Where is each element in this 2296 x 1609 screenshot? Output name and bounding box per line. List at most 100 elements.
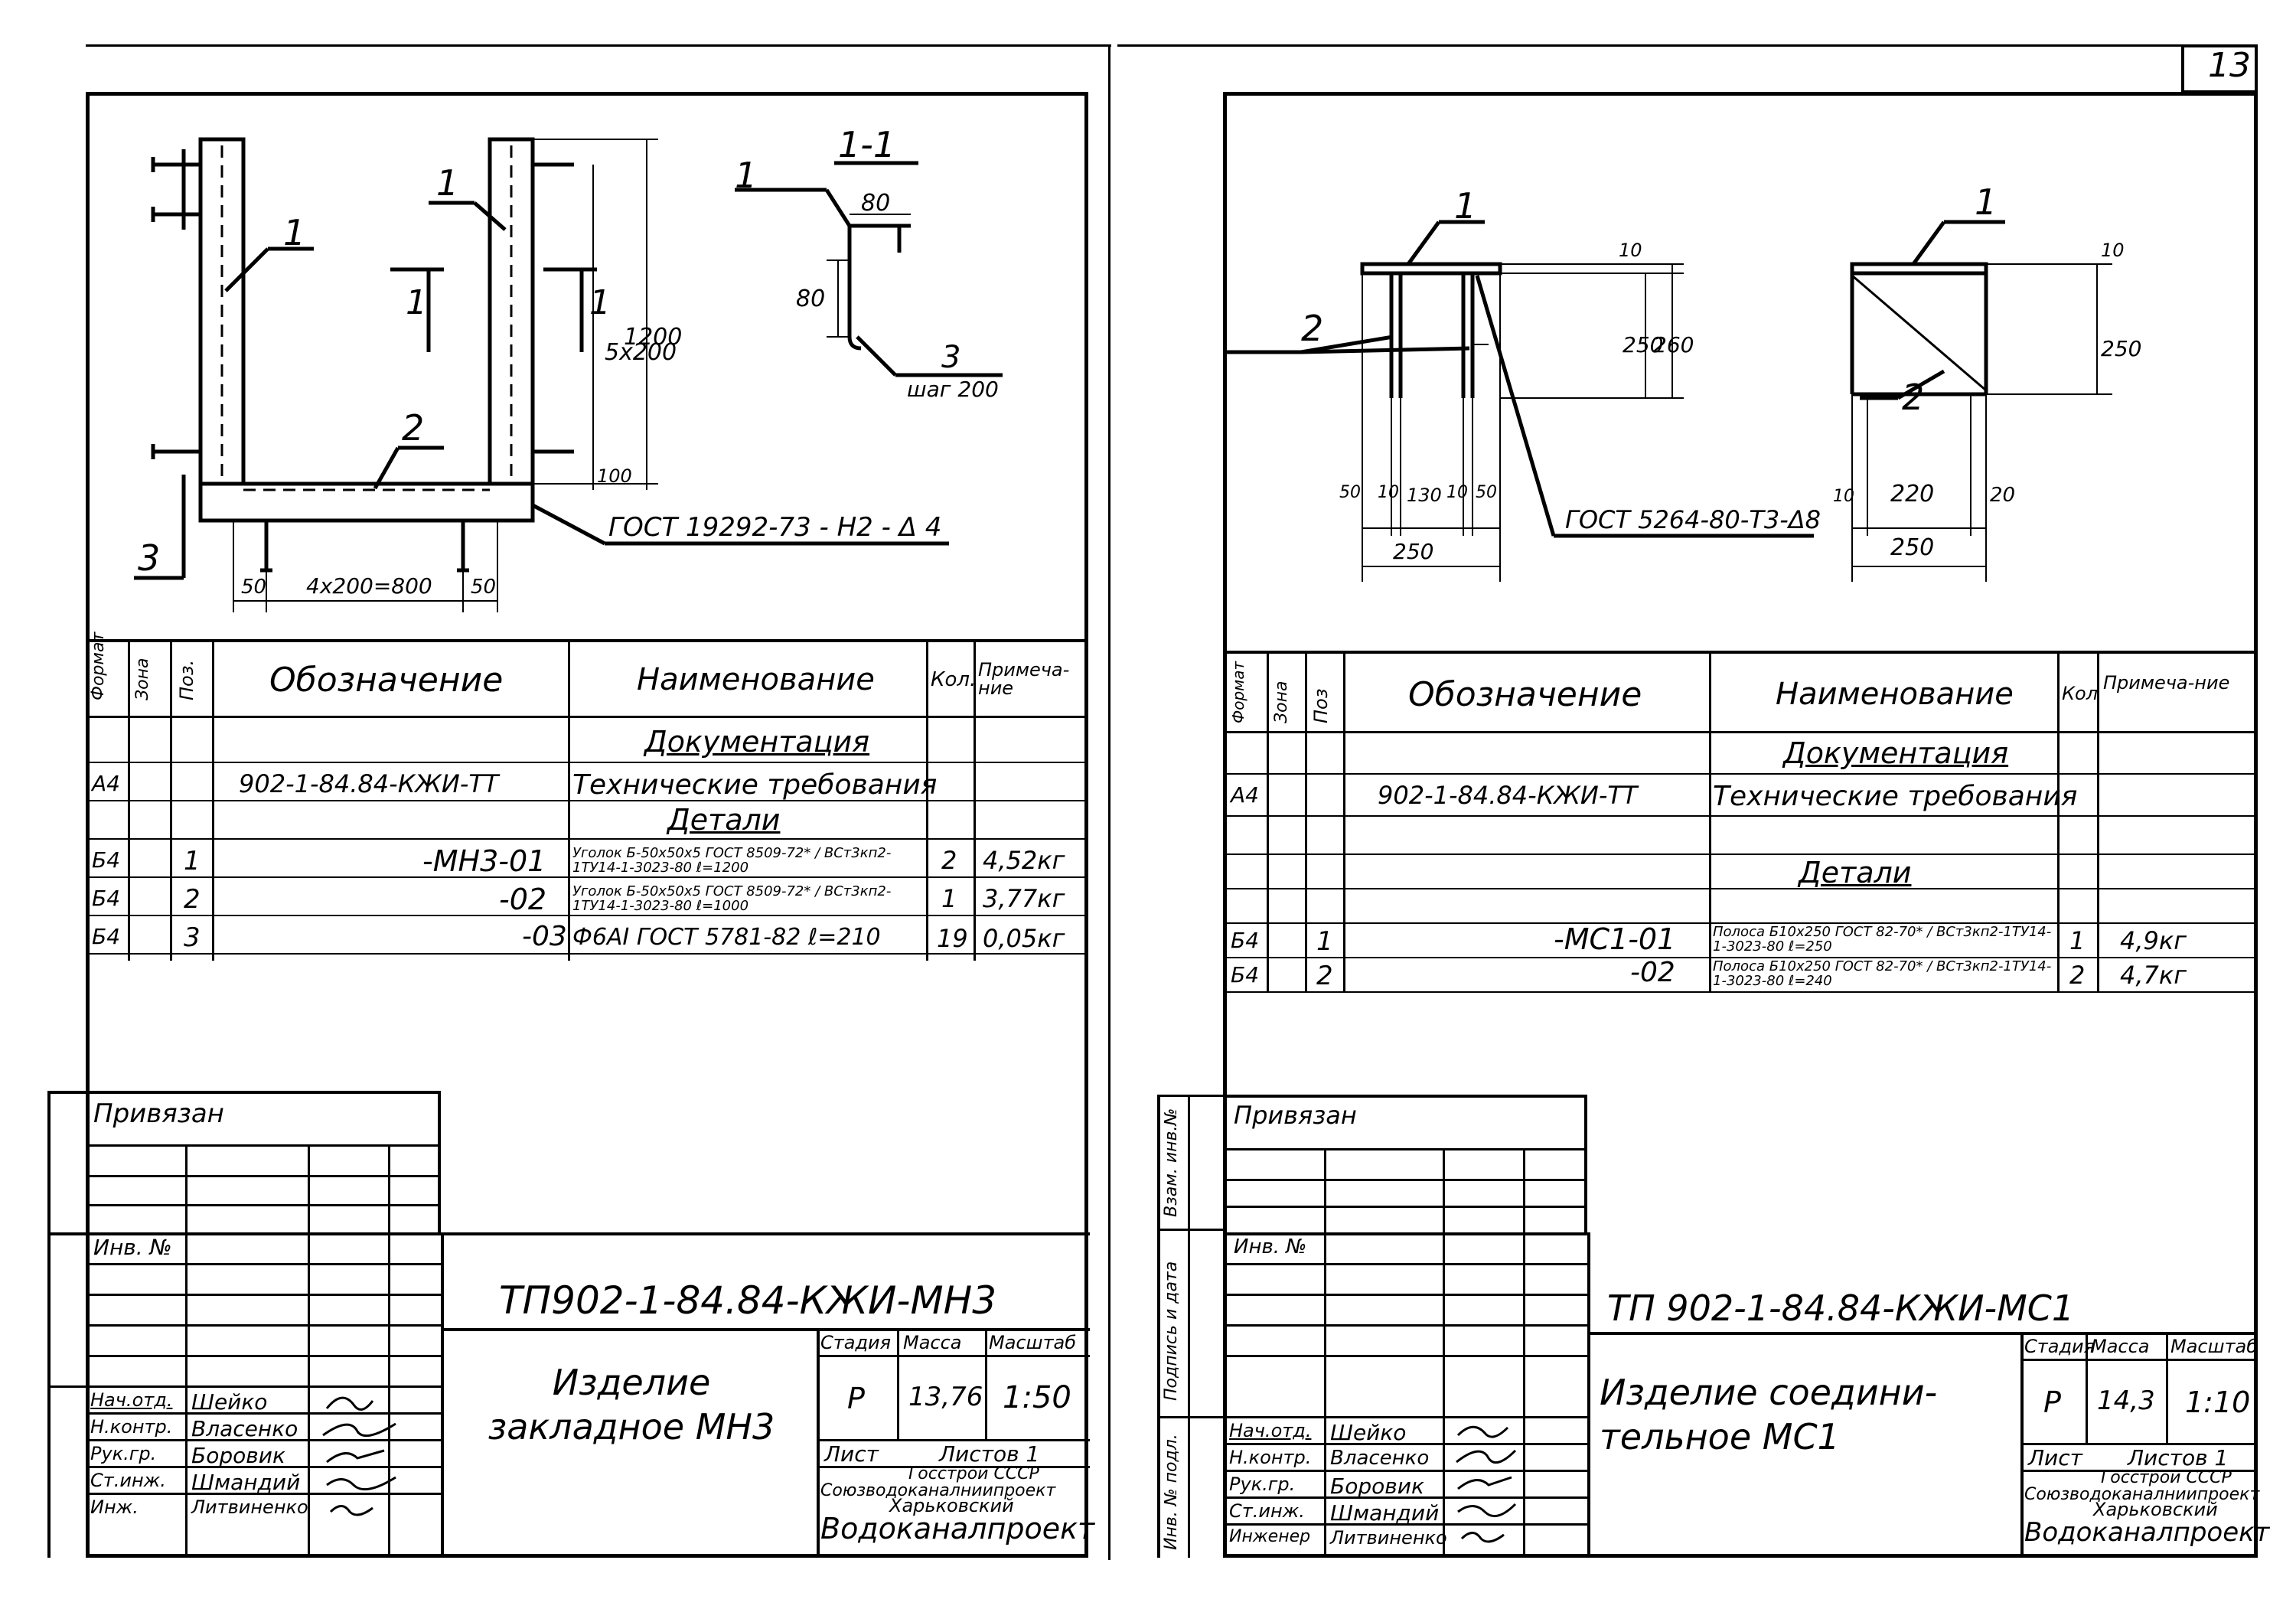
left-row3-designation: -02 <box>499 883 547 916</box>
left-row2-pos: 1 <box>184 846 201 876</box>
left-dim-80-top: 80 <box>861 190 890 217</box>
left-privyazan: Привязан <box>93 1098 224 1129</box>
left-org4: Водоканалпроект <box>820 1512 1095 1545</box>
page-number: 13 <box>2208 46 2251 85</box>
left-section-parts: Детали <box>667 803 781 837</box>
left-dim-50b: 50 <box>471 576 496 599</box>
top-rule-right <box>1117 44 2250 47</box>
right-row2-designation: -МС1-01 <box>1554 922 1676 956</box>
right-sheets-label: Листов 1 <box>2128 1445 2229 1470</box>
left-mass: 13,76 <box>908 1382 983 1412</box>
right-row1-format: А4 <box>1231 782 1259 808</box>
left-doc-code: ТП902-1-84.84-КЖИ-МН3 <box>499 1278 996 1323</box>
left-dim-5x200: 5x200 <box>605 339 677 366</box>
right-row3-pos: 2 <box>1316 961 1333 991</box>
left-row2-qty: 2 <box>941 846 957 875</box>
left-stage: Р <box>847 1382 865 1415</box>
left-row4-name: Ф6АI ГОСТ 5781-82 ℓ=210 <box>572 924 881 951</box>
right-name-1: Шейко <box>1330 1420 1407 1445</box>
right-row3-designation: -02 <box>1630 957 1675 988</box>
right-dim-50b: 50 <box>1476 483 1497 502</box>
right-leader-1b: 1 <box>1975 181 1997 223</box>
right-row3-note: 4,7кг <box>2120 961 2187 990</box>
right-col-format: Формат <box>1229 661 1247 723</box>
left-col-designation: Обозначение <box>269 661 504 700</box>
right-dim-250d: 250 <box>1890 534 1934 561</box>
right-role-5: Инженер <box>1229 1527 1311 1546</box>
right-side-strip: Взам. инв.№ Подпись и дата Инв. № подл. <box>1157 1095 1226 1558</box>
right-row2-name: Полоса Б10x250 ГОСТ 82-70* / ВСт3кп2-1ТУ… <box>1713 924 2052 955</box>
right-row1-name: Технические требования <box>1713 781 2078 812</box>
left-row4-format: Б4 <box>92 924 121 949</box>
right-col-designation: Обозначение <box>1408 675 1642 714</box>
right-role-2: Н.контр. <box>1229 1447 1312 1468</box>
left-row4-qty: 19 <box>937 924 968 953</box>
right-mass-label: Масса <box>2091 1336 2150 1357</box>
right-name-2: Власенко <box>1330 1447 1430 1470</box>
right-dim-260: 260 <box>1653 332 1694 357</box>
right-inv-no: Инв. № <box>1234 1235 1307 1258</box>
right-name-3: Боровик <box>1330 1474 1424 1499</box>
right-col-pos: Поз <box>1310 688 1332 724</box>
right-leader-2a: 2 <box>1301 308 1323 349</box>
right-scale-label: Масштаб <box>2170 1336 2258 1357</box>
right-name-5: Литвиненко <box>1330 1527 1447 1549</box>
side-label-inv: Инв. № подл. <box>1162 1434 1181 1550</box>
right-col-zone: Зона <box>1272 680 1291 723</box>
right-dim-10b: 10 <box>2101 240 2125 261</box>
right-col-note: Примеча-ние <box>2103 672 2230 694</box>
right-dim-50a: 50 <box>1339 483 1361 502</box>
right-stage: Р <box>2043 1385 2061 1419</box>
right-dim-250c: 250 <box>1393 539 1433 564</box>
right-doc-name: Изделие соедини-тельное МС1 <box>1600 1372 1938 1457</box>
left-section-docs: Документация <box>644 725 870 759</box>
left-row1-designation: 902-1-84.84-КЖИ-ТТ <box>239 769 499 798</box>
right-org2: Союзводоканалниипроект <box>2024 1485 2260 1504</box>
left-role-5: Инж. <box>90 1496 139 1518</box>
right-dim-220: 220 <box>1890 481 1934 508</box>
left-spec-table: Формат Зона Поз. Обозначение Наименовани… <box>86 632 1088 1037</box>
left-dim-step: шаг 200 <box>907 377 999 402</box>
right-scale: 1:10 <box>2185 1385 2251 1419</box>
right-section-docs: Документация <box>1783 736 2009 770</box>
left-title-block: Привязан Инв. № ТП902-1-84.84-КЖИ-МН3 Из… <box>47 1091 1094 1558</box>
left-row1-format: А4 <box>92 771 120 796</box>
right-spec-table: Формат Зона Поз Обозначение Наименование… <box>1225 651 2256 1033</box>
left-dim-100: 100 <box>597 465 632 487</box>
left-role-3: Рук.гр. <box>90 1443 157 1464</box>
left-row3-qty: 1 <box>941 884 957 913</box>
right-org3: Харьковский <box>2093 1499 2218 1520</box>
right-org1: Госстрой СССР <box>2101 1468 2232 1487</box>
right-dim-250b: 250 <box>2101 336 2141 361</box>
right-role-1: Нач.отд. <box>1229 1420 1312 1441</box>
right-name-4: Шмандий <box>1330 1500 1440 1526</box>
left-row2-format: Б4 <box>92 847 121 873</box>
left-dim-50a: 50 <box>241 576 266 599</box>
right-title-block: Привязан Инв. № ТП 902-1-84.84-КЖИ-МС1 И… <box>1225 1095 2269 1558</box>
left-name-5: Литвиненко <box>191 1496 308 1518</box>
right-drawing: 1 1 2 2 10 250 260 10 250 50 10 130 10 5… <box>1225 181 2141 582</box>
right-leader-1a: 1 <box>1454 185 1476 227</box>
left-name-2: Власенко <box>191 1416 298 1441</box>
right-row1-designation: 902-1-84.84-КЖИ-ТТ <box>1378 781 1638 810</box>
right-role-3: Рук.гр. <box>1229 1474 1296 1495</box>
right-stage-label: Стадия <box>2024 1336 2095 1357</box>
left-sheet-frame <box>86 92 1088 1558</box>
left-doc-name: Изделие закладное МН3 <box>488 1362 775 1447</box>
left-row3-pos: 2 <box>184 884 201 915</box>
left-role-1: Нач.отд. <box>90 1389 173 1411</box>
left-scale-label: Масштаб <box>989 1332 1077 1353</box>
right-dim-20: 20 <box>1990 484 2015 507</box>
left-scale: 1:50 <box>1003 1380 1071 1415</box>
left-stage-label: Стадия <box>820 1332 892 1353</box>
left-col-name: Наименование <box>637 662 875 697</box>
left-section-label: 1-1 <box>838 124 895 165</box>
right-mass: 14,3 <box>2097 1385 2155 1416</box>
right-dim-130: 130 <box>1407 485 1442 506</box>
left-signatures <box>322 1396 396 1516</box>
left-leader-3a: 3 <box>138 537 160 579</box>
left-col-format: Формат <box>89 632 108 700</box>
right-signatures <box>1456 1425 1517 1543</box>
left-row2-note: 4,52кг <box>983 846 1065 875</box>
left-name-1: Шейко <box>191 1389 268 1415</box>
